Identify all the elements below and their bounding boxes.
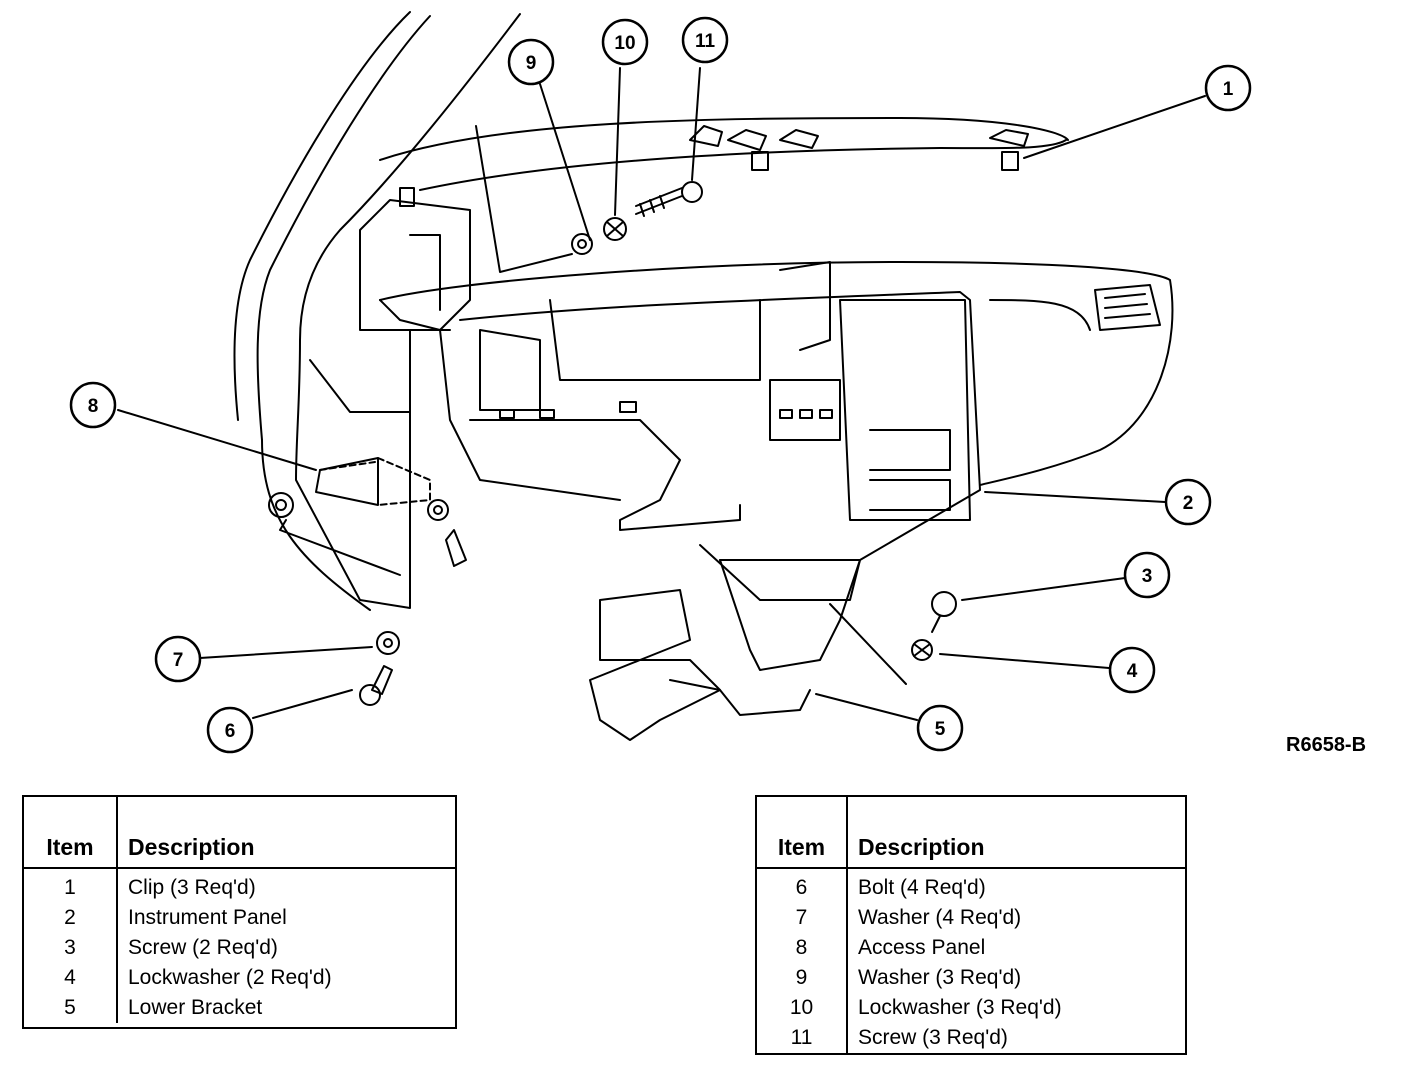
- item-number: 11: [757, 1023, 848, 1053]
- lower-bracket: [589, 544, 861, 741]
- item-description: Instrument Panel: [128, 906, 287, 929]
- table-row: 6 Bolt (4 Req'd): [757, 868, 1185, 903]
- item-number: 4: [24, 963, 118, 993]
- item-description: Screw (3 Req'd): [858, 1026, 1008, 1049]
- item-number: 3: [24, 933, 118, 963]
- left-side-panel: [295, 329, 451, 609]
- item-number: 1: [24, 868, 118, 903]
- item-description: Lockwasher (3 Req'd): [858, 996, 1062, 1019]
- parts-table-left: Item Description 1 Clip (3 Req'd) 2 Inst…: [24, 797, 455, 1023]
- item-number: 6: [757, 868, 848, 903]
- callout-10-label: 10: [614, 33, 635, 54]
- table-row: 10 Lockwasher (3 Req'd): [757, 993, 1185, 1023]
- windshield-pillar: [233, 11, 521, 611]
- item-description: Lower Bracket: [128, 996, 263, 1019]
- callout-3-label: 3: [1142, 566, 1153, 587]
- callout-10: 10: [601, 18, 649, 66]
- table-row: 5 Lower Bracket: [24, 993, 455, 1023]
- description-column-header: Description: [117, 797, 455, 869]
- exploded-view-drawing: 1 2 3 4 5 6 7: [69, 11, 1252, 754]
- callout-6: 6: [206, 706, 254, 754]
- item-description: Lockwasher (2 Req'd): [128, 966, 332, 989]
- table-row: 1 Clip (3 Req'd): [24, 868, 455, 903]
- callout-4: 4: [1108, 646, 1156, 694]
- callout-7-label: 7: [173, 650, 184, 671]
- table-row: 2 Instrument Panel: [24, 903, 455, 933]
- item-number: 9: [757, 963, 848, 993]
- item-description: Washer (4 Req'd): [858, 906, 1022, 929]
- description-column-header: Description: [847, 797, 1185, 869]
- item-number: 10: [757, 993, 848, 1023]
- callout-circles: 1 2 3 4 5 6 7: [69, 16, 1252, 754]
- callout-1: 1: [1204, 64, 1252, 112]
- callout-11-label: 11: [695, 31, 716, 52]
- item-column-header: Item: [757, 797, 848, 869]
- callout-3: 3: [1123, 551, 1171, 599]
- table-header-row: Item Description: [24, 797, 455, 869]
- item-number: 5: [24, 993, 118, 1023]
- callout-8: 8: [69, 381, 117, 429]
- item-number: 2: [24, 903, 118, 933]
- item-description: Access Panel: [858, 936, 986, 959]
- callout-5-label: 5: [935, 719, 946, 740]
- item-description: Washer (3 Req'd): [858, 966, 1022, 989]
- callout-6-label: 6: [225, 721, 236, 742]
- instrument-panel-body: [379, 261, 1174, 561]
- item-column-header: Item: [24, 797, 118, 869]
- table-row: 9 Washer (3 Req'd): [757, 963, 1185, 993]
- cowl-top: [359, 117, 1069, 331]
- item-description: Clip (3 Req'd): [128, 876, 256, 899]
- table-row: 3 Screw (2 Req'd): [24, 933, 455, 963]
- table-row: 11 Screw (3 Req'd): [757, 1023, 1185, 1053]
- table-header-row: Item Description: [757, 797, 1185, 869]
- item-number: 8: [757, 933, 848, 963]
- table-row: 8 Access Panel: [757, 933, 1185, 963]
- access-panel-shape: [315, 457, 431, 506]
- table-row: 4 Lockwasher (2 Req'd): [24, 963, 455, 993]
- parts-table-right: Item Description 6 Bolt (4 Req'd) 7 Wash…: [757, 797, 1185, 1053]
- callout-8-label: 8: [88, 396, 99, 417]
- callout-1-label: 1: [1223, 79, 1234, 100]
- figure-code: R6658-B: [1286, 734, 1367, 756]
- leader-lines: [117, 67, 1206, 721]
- callout-4-label: 4: [1127, 661, 1138, 682]
- callout-9: 9: [507, 38, 555, 86]
- callout-9-label: 9: [526, 53, 537, 74]
- parts-table-left-frame: [22, 795, 457, 1029]
- callout-11: 11: [681, 16, 729, 64]
- clip-group: [399, 125, 1029, 207]
- callout-2-label: 2: [1183, 493, 1194, 514]
- table-row: 7 Washer (4 Req'd): [757, 903, 1185, 933]
- callout-5: 5: [916, 704, 964, 752]
- fastener-group: [268, 181, 957, 706]
- item-number: 7: [757, 903, 848, 933]
- callout-2: 2: [1164, 478, 1212, 526]
- item-description: Bolt (4 Req'd): [858, 876, 986, 899]
- parts-table-right-frame: [755, 795, 1187, 1055]
- item-description: Screw (2 Req'd): [128, 936, 278, 959]
- callout-7: 7: [154, 635, 202, 683]
